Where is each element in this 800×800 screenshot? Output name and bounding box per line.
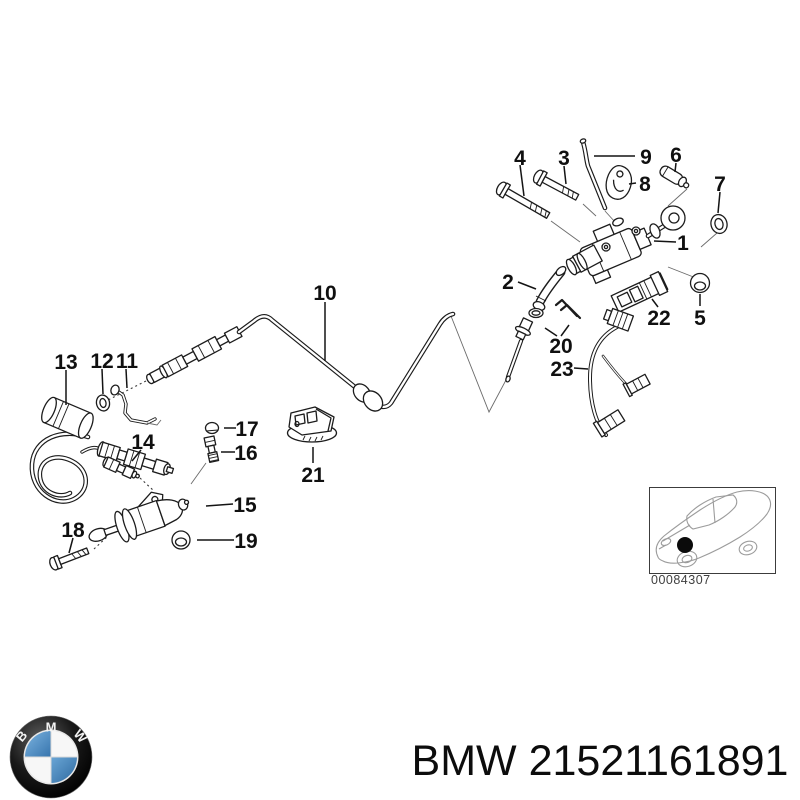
part-location-dot	[677, 537, 693, 553]
part-number-labels: 1 2 3 4 5 6 7 8 9 10 11 12 13 14 15 16 1…	[54, 144, 726, 553]
logo-letter-m: M	[46, 720, 57, 735]
part-8-boot	[605, 165, 633, 200]
part-label-5: 5	[694, 307, 706, 330]
part-label-18: 18	[61, 519, 85, 542]
part-label-7: 7	[714, 173, 726, 196]
part-label-1: 1	[677, 232, 689, 255]
part-label-19: 19	[234, 530, 257, 553]
part-15-slave-cylinder	[88, 491, 190, 543]
part-10-clutch-pipe	[146, 311, 456, 412]
part-16-bleeder-screw	[203, 435, 220, 464]
part-label-21: 21	[301, 464, 325, 487]
car-location-thumbnail: 00084307	[649, 487, 776, 587]
part-14-fitting	[102, 456, 140, 480]
part-label-6: 6	[670, 144, 682, 167]
part-label-20: 20	[549, 335, 572, 358]
part-label-16: 16	[234, 442, 257, 465]
car-outline-drawing	[655, 490, 772, 568]
part-3-bolt	[532, 169, 580, 201]
part-13-coiled-pipe	[29, 396, 175, 504]
part-11-bracket	[110, 384, 162, 426]
part-label-4: 4	[514, 147, 526, 170]
part-label-12: 12	[90, 350, 113, 373]
part-12-seal-ring	[95, 394, 111, 412]
part-label-11: 11	[116, 350, 139, 373]
part-20-retaining-clip	[554, 298, 582, 320]
part-label-22: 22	[647, 307, 670, 330]
part-label-15: 15	[233, 494, 257, 517]
o-ring	[528, 307, 544, 319]
part-label-9: 9	[640, 146, 652, 169]
part-5-grommet	[689, 272, 711, 294]
bmw-logo: B M W	[9, 715, 93, 799]
part-23-wiring-harness	[588, 307, 651, 438]
reference-lines	[93, 188, 718, 550]
part-label-14: 14	[131, 431, 155, 454]
part-number-title: BMW 21521161891	[412, 737, 789, 785]
part-17-dust-cap	[204, 421, 220, 435]
part-21-holder	[286, 406, 338, 443]
label-leader-lines	[65, 155, 721, 554]
part-label-8: 8	[639, 173, 651, 196]
part-7-seal-ring	[710, 213, 728, 235]
part-4-bolt	[495, 181, 551, 219]
part-label-10: 10	[313, 282, 336, 305]
part-label-23: 23	[550, 358, 573, 381]
part-label-3: 3	[558, 147, 570, 170]
part-label-2: 2	[502, 271, 514, 294]
part-2-elbow-hose	[505, 265, 567, 383]
part-9-vent-pipe	[579, 138, 608, 211]
part-6-pin	[659, 165, 690, 189]
thumbnail-code: 00084307	[651, 573, 711, 587]
part-18-bolt	[49, 547, 90, 571]
part-22-bracket	[610, 270, 669, 313]
part-label-13: 13	[54, 351, 77, 374]
part-1-master-cylinder	[565, 205, 686, 285]
part-label-17: 17	[235, 418, 258, 441]
part-19-nut	[171, 530, 191, 550]
